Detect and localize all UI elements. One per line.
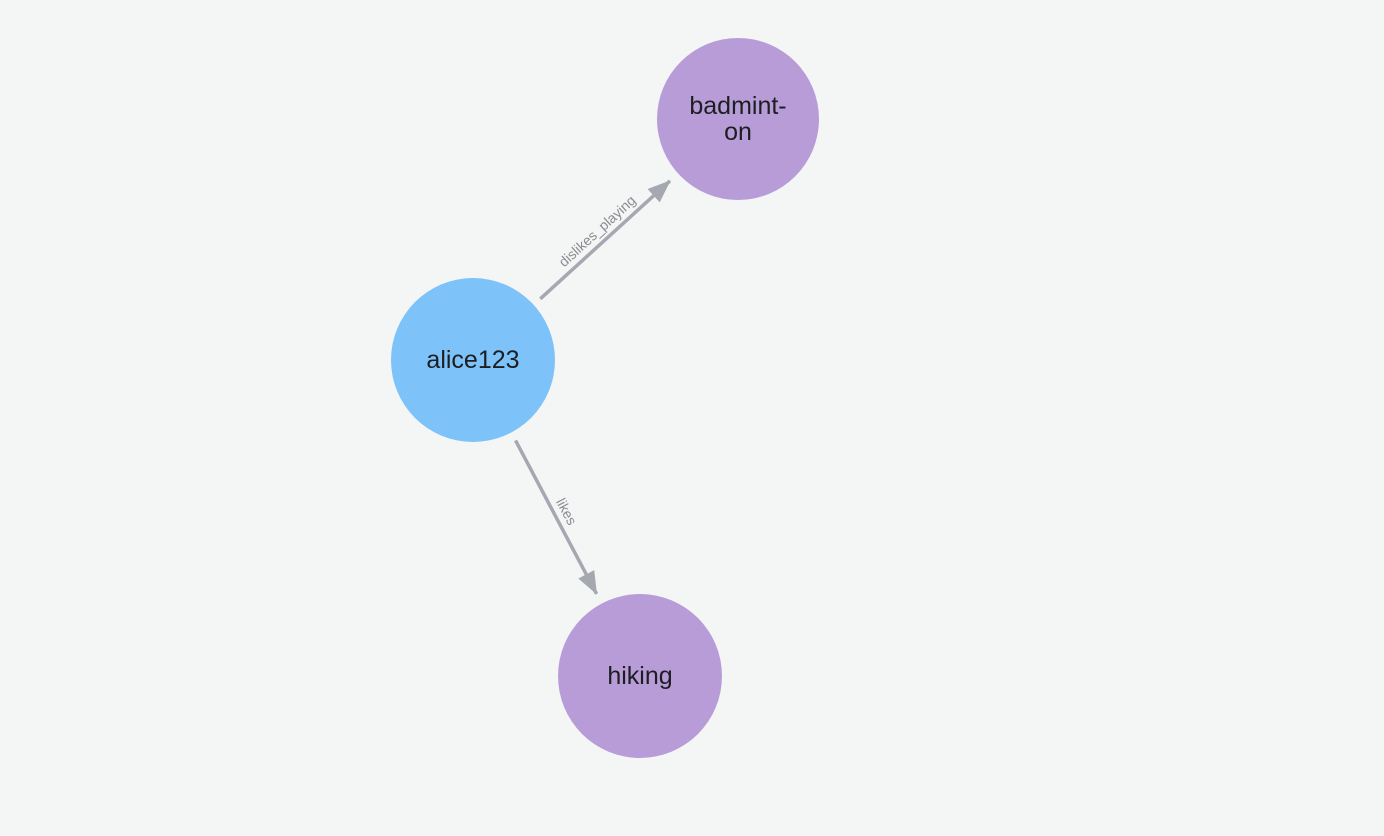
- graph-node-hiking[interactable]: [558, 594, 722, 758]
- edge-label-dislikes_playing: dislikes_playing: [555, 192, 638, 270]
- graph-node-group-hiking: hiking: [558, 594, 722, 758]
- graph-node-group-badminton: badmint-on: [657, 38, 819, 200]
- graph-node-badminton[interactable]: [657, 38, 819, 200]
- graph-edge-likes[interactable]: [513, 439, 599, 595]
- graph-edge-dislikes_playing[interactable]: [539, 179, 672, 301]
- graph-node-alice123[interactable]: [391, 278, 555, 442]
- graph-node-group-alice123: alice123: [391, 278, 555, 442]
